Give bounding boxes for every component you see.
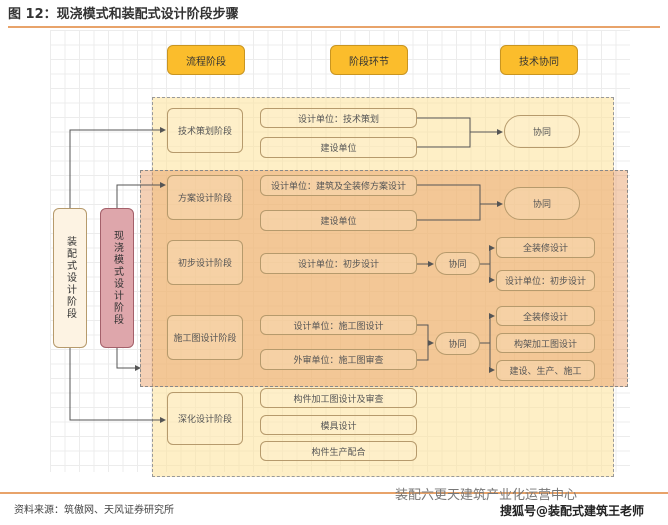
prefab-region: [152, 97, 614, 477]
step-box: 设计单位：建筑及全装修方案设计: [260, 175, 417, 196]
collab-node: 协同: [504, 187, 580, 220]
output-box: 全装修设计: [496, 306, 595, 326]
header-process-stage: 流程阶段: [167, 45, 245, 75]
stage-box: 方案设计阶段: [167, 175, 243, 220]
collab-node: 协同: [435, 332, 480, 355]
header-tech-collab: 技术协同: [500, 45, 578, 75]
step-box: 设计单位：施工图设计: [260, 315, 417, 335]
collab-node: 协同: [504, 115, 580, 148]
step-box: 构件生产配合: [260, 441, 417, 461]
output-box: 构架加工图设计: [496, 333, 595, 353]
divider: [8, 26, 660, 28]
source-note: 资料来源：筑傲网、天风证券研究所: [14, 505, 174, 516]
step-box: 构件加工图设计及审查: [260, 388, 417, 408]
figure-title: 图 12：现浇模式和装配式设计阶段步骤: [8, 7, 239, 22]
stage-box: 技术策划阶段: [167, 108, 243, 153]
header-stage-step: 阶段环节: [330, 45, 408, 75]
output-box: 设计单位：初步设计: [496, 270, 595, 291]
collab-node: 协同: [435, 252, 480, 275]
stage-box: 初步设计阶段: [167, 240, 243, 285]
step-box: 设计单位：初步设计: [260, 253, 417, 274]
watermark: 装配六更天建筑产业化运营中心: [395, 488, 578, 503]
step-box: 模具设计: [260, 415, 417, 435]
watermark: 搜狐号@装配式建筑王老师: [500, 504, 645, 518]
step-box: 建设单位: [260, 210, 417, 231]
output-box: 全装修设计: [496, 237, 595, 258]
step-box: 建设单位: [260, 137, 417, 158]
footer-divider: [0, 492, 668, 494]
step-box: 外审单位：施工图审查: [260, 349, 417, 370]
stage-box: 深化设计阶段: [167, 392, 243, 445]
left-box-cast: 现浇模式设计阶段: [100, 208, 134, 348]
step-box: 设计单位：技术策划: [260, 108, 417, 128]
left-box-prefab: 装配式设计阶段: [53, 208, 87, 348]
cast-in-place-region: [140, 170, 628, 387]
stage-box: 施工图设计阶段: [167, 315, 243, 360]
output-box: 建设、生产、施工: [496, 360, 595, 381]
